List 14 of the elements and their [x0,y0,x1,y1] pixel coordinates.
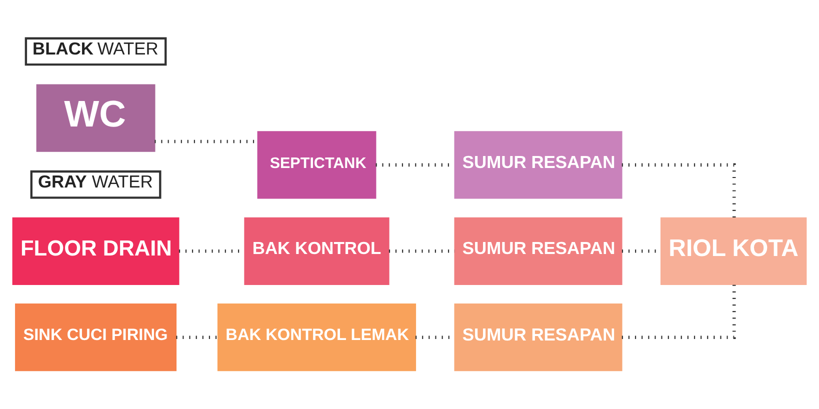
node-box: RIOL KOTA [660,217,807,285]
node-box: SUMUR RESAPAN [454,304,622,372]
node-box: SEPTICTANK [257,131,376,199]
connector [622,284,736,339]
node-box: SUMUR RESAPAN [454,217,622,285]
node-box: GRAY WATER [30,170,162,199]
node-box: WC [36,84,156,152]
node-box: BAK KONTROL LEMAK [217,304,416,372]
node-box: FLOOR DRAIN [12,217,180,285]
node-box: SUMUR RESAPAN [454,131,622,199]
node-box: SINK CUCI PIRING [15,304,177,372]
node-box: BAK KONTROL [244,217,390,285]
node-box: BLACK WATER [24,37,167,66]
connector [622,163,736,218]
